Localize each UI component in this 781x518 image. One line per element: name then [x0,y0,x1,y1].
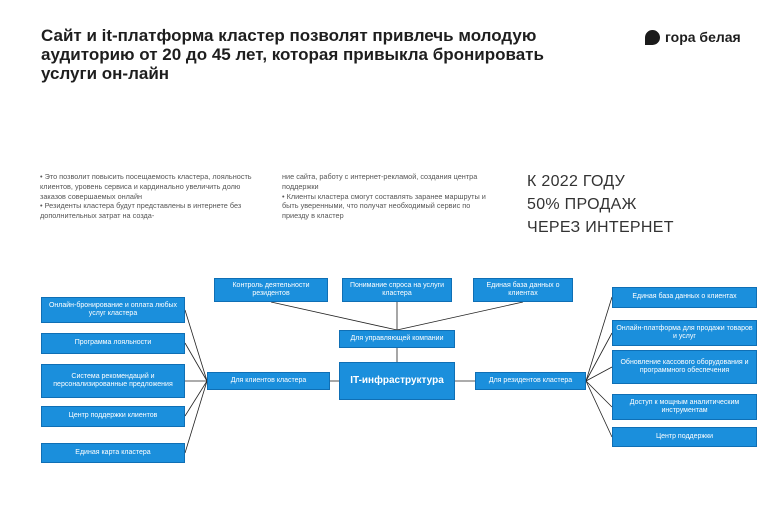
it-infrastructure-node: IT-инфраструктура [339,362,455,400]
link-mgmt-1 [270,301,398,331]
bullet-2: • Резиденты кластера будут представлены … [40,201,242,221]
management-item-1: Контроль деятельности резидентов [214,278,328,302]
resident-item-2: Онлайн-платформа для продажи товаров и у… [612,320,757,346]
bullet-3: • Клиенты кластера смогут составлять зар… [282,191,486,221]
sales-goal-line-1: К 2022 ГОДУ [527,173,626,190]
link-resident-4 [585,380,613,408]
link-resident-3 [585,366,613,382]
management-item-3: Единая база данных о клиентах [473,278,573,302]
link-mgmt-3 [396,301,524,331]
mountain-logo-icon [645,29,660,45]
client-item-3: Система рекомендаций и персонализированн… [41,364,185,398]
client-item-1: Онлайн-бронирование и оплата любых услуг… [41,297,185,323]
page-title: Сайт и it-платформа кластер позволят при… [41,26,544,83]
link-client-1 [184,309,208,382]
client-item-2: Программа лояльности [41,333,185,354]
bullet-1: • Это позволит повысить посещаемость кла… [40,172,252,201]
link-client-2 [184,342,208,382]
link-resident-1 [585,296,613,382]
clients-hub: Для клиентов кластера [207,372,330,390]
text-column-2: ние сайта, работу с интернет-рекламой, с… [282,172,487,221]
link-client-5 [184,380,208,454]
link-resident-5 [585,380,613,438]
resident-item-3: Обновление кассового оборудования и прог… [612,350,757,384]
text-column-1: • Это позволит повысить посещаемость кла… [40,172,260,221]
resident-item-4: Доступ к мощным аналитическим инструмент… [612,394,757,420]
logo: гора белая [645,28,741,46]
sales-goal-line-2: 50% ПРОДАЖ [527,196,637,213]
sales-goal: К 2022 ГОДУ 50% ПРОДАЖ ЧЕРЕЗ ИНТЕРНЕТ [527,170,747,239]
client-item-5: Единая карта кластера [41,443,185,463]
bullet-2-continued: ние сайта, работу с интернет-рекламой, с… [282,172,478,191]
link-resident-2 [585,332,613,382]
management-hub: Для управляющей компании [339,330,455,348]
logo-text: гора белая [665,29,741,45]
resident-item-5: Центр поддержки [612,427,757,447]
link-client-4 [184,380,208,417]
sales-goal-line-3: ЧЕРЕЗ ИНТЕРНЕТ [527,219,674,236]
management-item-2: Понимание спроса на услуги кластера [342,278,452,302]
client-item-4: Центр поддержки клиентов [41,406,185,427]
resident-item-1: Единая база данных о клиентах [612,287,757,308]
residents-hub: Для резидентов кластера [475,372,586,390]
